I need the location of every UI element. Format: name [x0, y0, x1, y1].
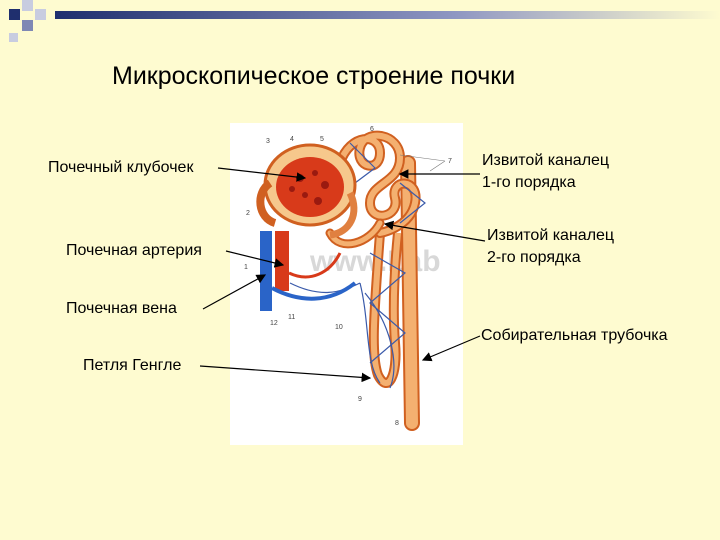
label-convoluted-2: Извитой каналец 2-го порядка	[487, 225, 614, 269]
label-vein: Почечная вена	[66, 300, 177, 317]
diagram-number-5: 5	[320, 136, 324, 143]
decor-square-1	[9, 9, 20, 20]
label-7-pointers	[399, 154, 446, 172]
nephron-illustration: www.Lab	[244, 126, 452, 431]
leader-vein	[202, 274, 267, 310]
header-decor	[0, 0, 720, 45]
collecting-duct-inner	[402, 157, 418, 429]
leader-artery	[225, 250, 285, 268]
label-glomerulus: Почечный клубочек	[48, 159, 194, 176]
label-convoluted-2-line2: 2-го порядка	[487, 249, 581, 266]
diagram-number-9: 9	[358, 396, 362, 403]
header-gradient-bar	[55, 11, 720, 19]
label-convoluted-1-line2: 1-го порядка	[482, 174, 576, 191]
renal-vein-shape	[260, 231, 272, 311]
artery-branch	[288, 252, 342, 279]
diagram-numbers: 1 2 3 4 5 6 7 8 9 10 11 12	[244, 126, 452, 427]
label-artery: Почечная артерия	[66, 242, 202, 259]
label-convoluted-1: Извитой каналец 1-го порядка	[482, 150, 609, 194]
vein-branch	[271, 281, 357, 301]
label-convoluted-2-line1: Извитой каналец	[487, 227, 615, 244]
diagram-number-2: 2	[246, 210, 250, 217]
glomerulus-shape	[276, 157, 344, 217]
label-collecting-duct: Собирательная трубочка	[481, 327, 668, 344]
afferent-arteriole	[256, 179, 277, 227]
decor-square-3	[22, 20, 33, 31]
header-decor-graphic	[9, 0, 720, 42]
decor-square-2	[22, 0, 33, 11]
diagram-number-6: 6	[370, 126, 374, 133]
diagram-number-3: 3	[266, 138, 270, 145]
slide-title: Микроскопическое строение почки	[112, 62, 516, 90]
label-henle-loop: Петля Генгле	[83, 357, 182, 374]
diagram-number-1: 1	[244, 264, 248, 271]
label-convoluted-1-line1: Извитой каналец	[482, 152, 610, 169]
leader-glomerulus	[217, 167, 307, 182]
diagram-number-12: 12	[270, 320, 278, 327]
decor-square-5	[9, 33, 18, 42]
diagram-number-10: 10	[335, 324, 343, 331]
diagram-number-4: 4	[290, 136, 294, 143]
diagram-number-7: 7	[448, 158, 452, 165]
leader-collecting-duct	[421, 335, 481, 362]
diagram-number-11: 11	[288, 314, 295, 321]
nephron-diagram: www.Lab	[230, 123, 463, 445]
capillary-network	[289, 142, 426, 389]
efferent-tubule	[329, 191, 358, 239]
leader-convoluted-2	[383, 220, 486, 242]
decor-square-4	[35, 9, 46, 20]
diagram-number-8: 8	[395, 420, 399, 427]
leader-henle	[199, 365, 372, 383]
